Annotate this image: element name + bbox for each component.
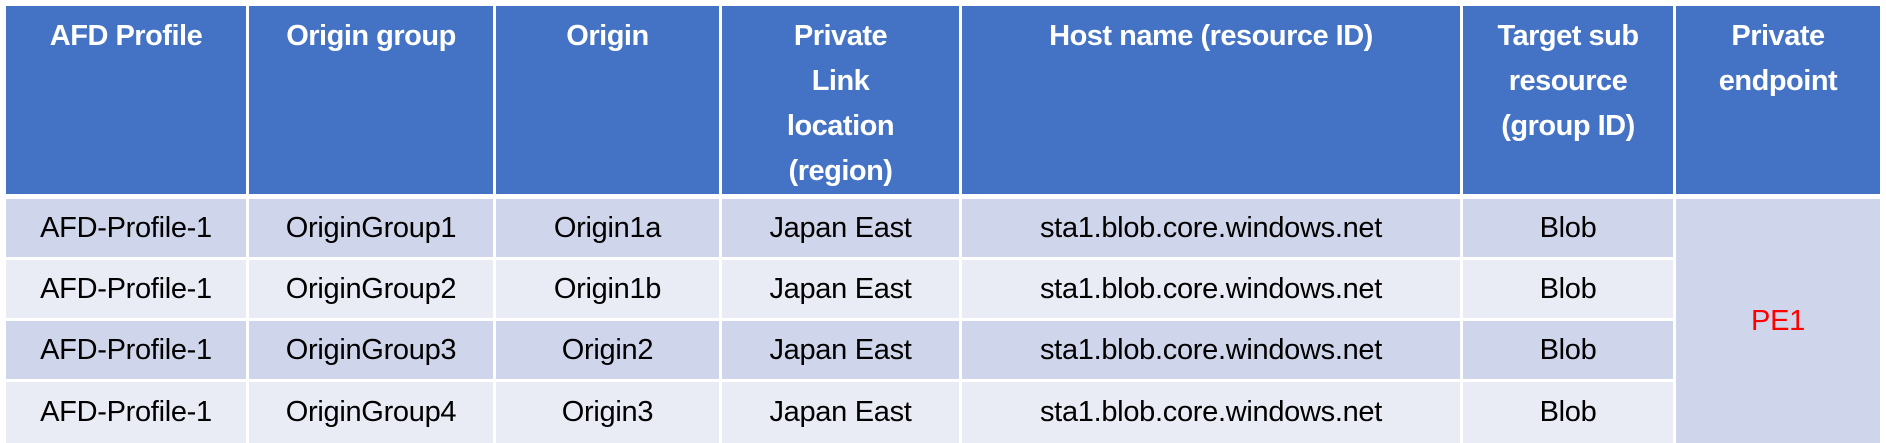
cell-origin: Origin2 — [496, 321, 722, 382]
cell-afd-profile: AFD-Profile-1 — [6, 382, 249, 443]
cell-afd-profile: AFD-Profile-1 — [6, 260, 249, 321]
header-host-name: Host name (resource ID) — [962, 6, 1463, 199]
cell-afd-profile: AFD-Profile-1 — [6, 199, 249, 260]
header-target-sub-resource: Target sub resource (group ID) — [1463, 6, 1676, 199]
cell-origin-group: OriginGroup3 — [249, 321, 496, 382]
cell-origin-group: OriginGroup4 — [249, 382, 496, 443]
cell-host-name: sta1.blob.core.windows.net — [962, 199, 1463, 260]
cell-target-sub-resource: Blob — [1463, 199, 1676, 260]
header-origin-group: Origin group — [249, 6, 496, 199]
cell-origin: Origin1b — [496, 260, 722, 321]
table-row: AFD-Profile-1 OriginGroup3 Origin2 Japan… — [6, 321, 1880, 382]
header-private-link-location: Private Link location (region) — [722, 6, 962, 199]
cell-private-endpoint: PE1 — [1676, 199, 1880, 443]
header-private-endpoint: Private endpoint — [1676, 6, 1880, 199]
table-row: AFD-Profile-1 OriginGroup2 Origin1b Japa… — [6, 260, 1880, 321]
cell-host-name: sta1.blob.core.windows.net — [962, 321, 1463, 382]
header-afd-profile: AFD Profile — [6, 6, 249, 199]
table-row: AFD-Profile-1 OriginGroup1 Origin1a Japa… — [6, 199, 1880, 443]
cell-location: Japan East — [722, 260, 962, 321]
cell-location: Japan East — [722, 321, 962, 382]
table-container: AFD Profile Origin group Origin Private … — [6, 6, 1880, 443]
header-origin: Origin — [496, 6, 722, 199]
cell-target-sub-resource: Blob — [1463, 321, 1676, 382]
cell-afd-profile: AFD-Profile-1 — [6, 321, 249, 382]
cell-target-sub-resource: Blob — [1463, 260, 1676, 321]
cell-origin-group: OriginGroup2 — [249, 260, 496, 321]
private-link-table: AFD Profile Origin group Origin Private … — [6, 6, 1880, 443]
cell-origin-group: OriginGroup1 — [249, 199, 496, 260]
cell-host-name: sta1.blob.core.windows.net — [962, 382, 1463, 443]
cell-origin: Origin3 — [496, 382, 722, 443]
table-row: AFD-Profile-1 OriginGroup4 Origin3 Japan… — [6, 382, 1880, 443]
header-row: AFD Profile Origin group Origin Private … — [6, 6, 1880, 199]
cell-origin: Origin1a — [496, 199, 722, 260]
cell-target-sub-resource: Blob — [1463, 382, 1676, 443]
cell-location: Japan East — [722, 382, 962, 443]
cell-location: Japan East — [722, 199, 962, 260]
cell-host-name: sta1.blob.core.windows.net — [962, 260, 1463, 321]
